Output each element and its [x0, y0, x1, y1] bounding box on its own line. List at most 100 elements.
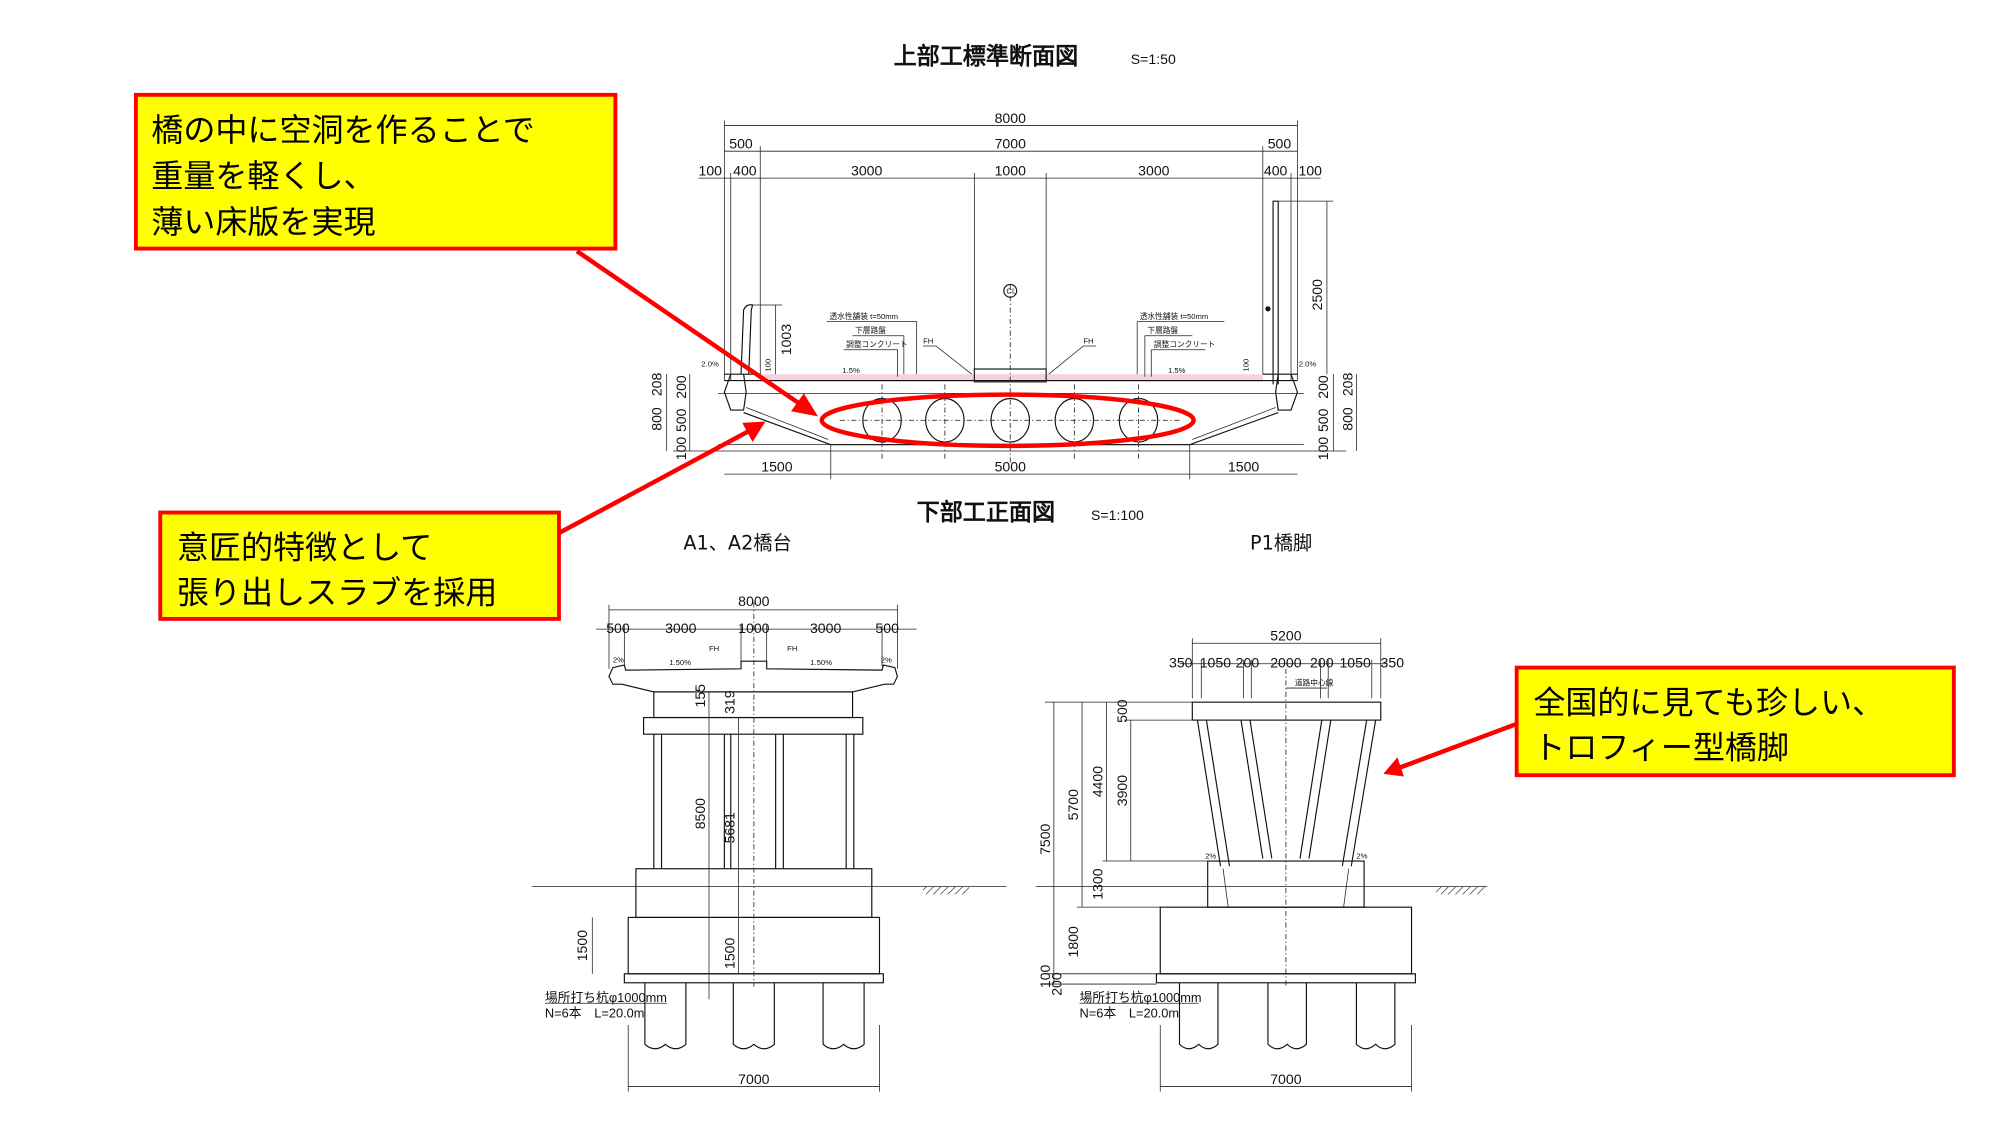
centerline-label: CL	[1006, 286, 1017, 295]
slope-right-outer: 2.0%	[1299, 359, 1317, 368]
dim-2500: 2500	[1309, 279, 1325, 310]
svg-text:350: 350	[1169, 655, 1193, 671]
slope-right: 1.5%	[1168, 366, 1186, 375]
svg-text:FH: FH	[787, 644, 797, 653]
svg-text:4400: 4400	[1090, 766, 1106, 797]
svg-text:1800: 1800	[1065, 926, 1081, 957]
svg-text:1.50%: 1.50%	[810, 658, 832, 667]
svg-text:200: 200	[1049, 972, 1065, 996]
dim-1000: 1000	[995, 163, 1026, 179]
slope-left-outer: 2.0%	[701, 359, 719, 368]
svg-text:1500: 1500	[722, 937, 738, 968]
svg-text:3000: 3000	[810, 620, 841, 636]
deck-slab	[673, 368, 1347, 452]
dim-right-500: 500	[1315, 408, 1331, 432]
light-pole-right	[1272, 200, 1279, 385]
abutment-title: A1、A2橋台	[683, 532, 791, 555]
top-dimension-lines	[698, 120, 1321, 381]
svg-text:500: 500	[1114, 699, 1130, 723]
dim-right-208: 208	[1340, 372, 1356, 396]
slope-left: 1.5%	[842, 366, 860, 375]
svg-text:319: 319	[722, 690, 738, 714]
svg-text:2%: 2%	[1356, 851, 1367, 860]
arrow-callout-3	[1383, 721, 1518, 777]
dim-1500-left: 1500	[761, 459, 792, 475]
svg-text:1500: 1500	[574, 930, 590, 961]
abutment-dim-8000: 8000	[738, 593, 769, 609]
dim-500-left: 500	[729, 136, 753, 152]
svg-text:200: 200	[1236, 655, 1260, 671]
cross-section-scale: S=1:50	[1131, 51, 1176, 67]
centerline-symbol	[1003, 283, 1018, 298]
svg-text:下層路盤: 下層路盤	[855, 325, 886, 335]
dim-500-right: 500	[1268, 136, 1292, 152]
callout-cantilever-slab: 意匠的特徴として 張り出しスラブを採用	[158, 510, 561, 621]
svg-text:2%: 2%	[881, 655, 892, 664]
dim-left-800: 800	[649, 407, 665, 431]
road-center-label: 道路中心線	[1295, 678, 1334, 688]
svg-text:トロフィー型橋脚: トロフィー型橋脚	[1533, 729, 1789, 767]
svg-text:透水性舗装 t=50mm: 透水性舗装 t=50mm	[829, 311, 898, 321]
dim-left-100: 100	[673, 437, 689, 461]
svg-text:5700: 5700	[1065, 789, 1081, 820]
svg-text:2%: 2%	[1205, 851, 1216, 860]
dim-100-left-small: 100	[764, 359, 773, 372]
svg-text:下層路盤: 下層路盤	[1147, 325, 1178, 335]
arrow-callout-1	[575, 249, 818, 417]
substructure-title: 下部工正面図	[917, 499, 1055, 526]
hollow-voids	[839, 384, 1180, 462]
dim-7000: 7000	[995, 136, 1026, 152]
dim-left-500: 500	[673, 408, 689, 432]
pole-fixture	[1265, 306, 1271, 312]
callout-trophy-pier: 全国的に見ても珍しい、 トロフィー型橋脚	[1514, 665, 1956, 778]
dim-8000: 8000	[995, 110, 1026, 126]
svg-text:FH: FH	[709, 644, 719, 653]
abutment-dim-7000: 7000	[738, 1071, 769, 1087]
svg-text:橋の中に空洞を作ることで: 橋の中に空洞を作ることで	[151, 111, 535, 149]
pavement-notes-left: 透水性舗装 t=50mm 下層路盤 調整コンクリート	[826, 311, 918, 377]
dim-right-200: 200	[1315, 375, 1331, 399]
dim-400-left: 400	[733, 163, 757, 179]
arrow-callout-2	[557, 421, 766, 536]
ground-hatch	[1435, 886, 1485, 895]
svg-text:350: 350	[1381, 655, 1405, 671]
fh-label-right: FH	[1083, 336, 1093, 345]
abutment-piles	[644, 982, 865, 1050]
abutment-pile-note: 場所打ち杭φ1000mm	[545, 990, 667, 1005]
abutment-drawing: 8000 500 3000 1000 3000 500 FH FH 2% 1.5…	[532, 593, 1007, 1092]
dim-100-right: 100	[1299, 163, 1323, 179]
dim-1003: 1003	[778, 324, 794, 355]
dim-5000: 5000	[995, 459, 1026, 475]
pier-dim-5200: 5200	[1270, 628, 1301, 644]
pier-pile-note: 場所打ち杭φ1000mm	[1079, 990, 1201, 1005]
dim-3000-left: 3000	[851, 163, 882, 179]
dim-400-right: 400	[1264, 163, 1288, 179]
svg-text:全国的に見ても珍しい、: 全国的に見ても珍しい、	[1533, 684, 1884, 722]
svg-text:5681: 5681	[722, 812, 738, 843]
dim-right-100: 100	[1315, 437, 1331, 461]
dim-right-800: 800	[1340, 407, 1356, 431]
pier-dim-7500: 7500	[1037, 823, 1053, 854]
svg-text:100: 100	[1037, 964, 1053, 988]
svg-text:1.50%: 1.50%	[669, 658, 691, 667]
svg-text:薄い床版を実現: 薄い床版を実現	[151, 203, 375, 241]
pier-dim-7000: 7000	[1270, 1071, 1301, 1087]
svg-text:155: 155	[692, 684, 708, 708]
cross-section-title: 上部工標準断面図	[894, 43, 1079, 70]
svg-text:200: 200	[1310, 655, 1334, 671]
railing-left	[740, 304, 754, 375]
svg-text:1050: 1050	[1200, 655, 1231, 671]
dim-left-208: 208	[649, 372, 665, 396]
svg-text:N=6本 L=20.0m: N=6本 L=20.0m	[1079, 1005, 1179, 1020]
svg-text:N=6本 L=20.0m: N=6本 L=20.0m	[545, 1005, 645, 1020]
svg-text:2%: 2%	[613, 655, 624, 664]
dim-100-right-small: 100	[1242, 359, 1251, 372]
svg-text:調整コンクリート: 調整コンクリート	[846, 339, 908, 349]
cross-section-drawing: 上部工標準断面図 S=1:50 8000 7000 500 500 100 40…	[649, 43, 1357, 480]
pier-title: P1橋脚	[1250, 532, 1312, 555]
svg-text:1050: 1050	[1339, 655, 1370, 671]
svg-text:透水性舗装 t=50mm: 透水性舗装 t=50mm	[1140, 311, 1209, 321]
callout-hollow-slab: 橋の中に空洞を作ることで 重量を軽くし、 薄い床版を実現	[133, 92, 618, 251]
fh-label-left: FH	[923, 336, 933, 345]
